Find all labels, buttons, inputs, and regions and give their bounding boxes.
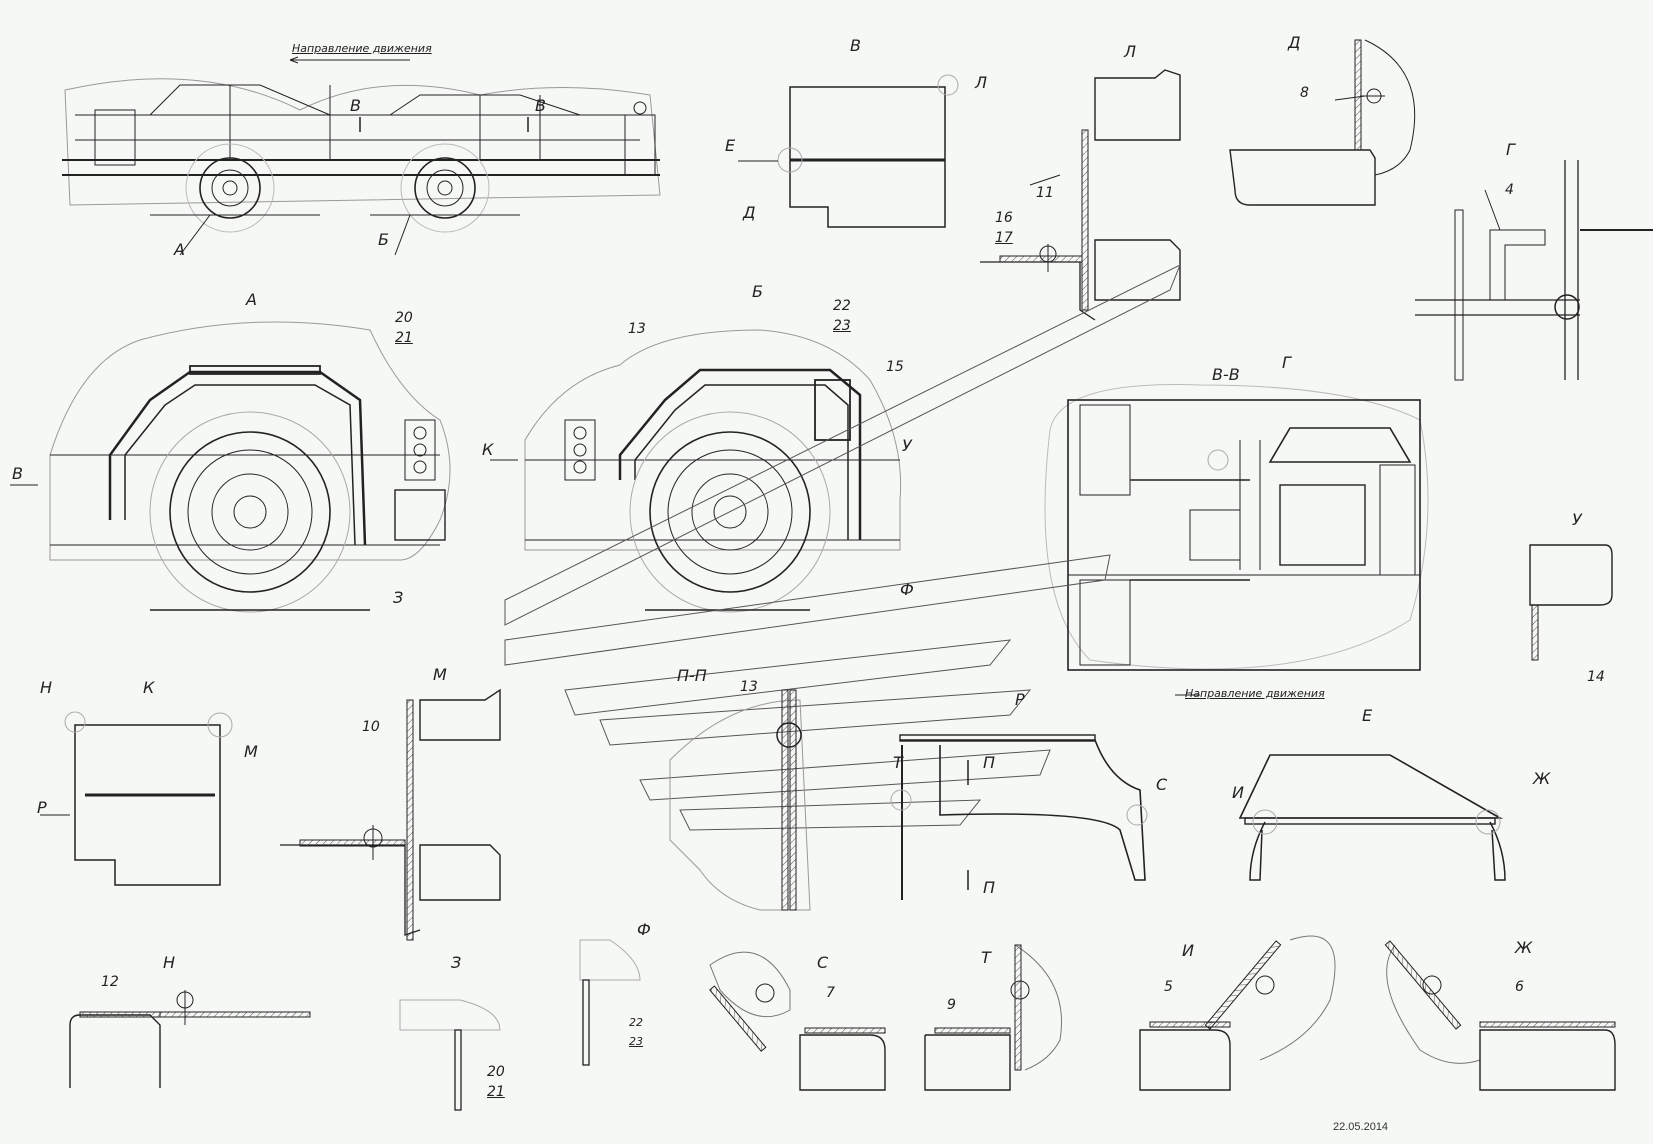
view-n [69, 990, 311, 1088]
view-k [40, 711, 233, 886]
detail-mark-u: У [902, 436, 912, 455]
view-b [490, 329, 902, 613]
callout-14: 14 [1587, 669, 1605, 685]
view-label-b-small: Б [378, 230, 389, 249]
section-mark-v-left: В [350, 96, 361, 115]
view-title-u: У [1572, 510, 1582, 529]
view-g [1415, 160, 1653, 381]
arrow-label-k: К [482, 440, 494, 459]
arrow-label-e: Е [725, 136, 736, 155]
callout-10: 10 [362, 719, 380, 735]
callout-13-pp: 13 [740, 679, 758, 695]
projection-guides [504, 263, 1181, 831]
view-title-r: Р [1015, 690, 1025, 709]
view-title-e: Е [1362, 706, 1373, 725]
section-arrow-p-bottom: П [983, 878, 996, 897]
view-title-v: В [850, 36, 861, 55]
view-label-z-mark: З [393, 588, 404, 607]
view-title-vv: В-В [1212, 365, 1240, 384]
detail-i [1139, 935, 1336, 1091]
section-mark-v-right: В [535, 96, 546, 115]
detail-mark-zh: Ж [1533, 769, 1551, 788]
view-title-pp: П-П [677, 666, 707, 685]
view-v [738, 74, 959, 228]
view-title-z: З [451, 953, 462, 972]
view-u [1529, 544, 1613, 661]
callout-15: 15 [886, 359, 904, 375]
view-z [399, 999, 501, 1111]
callout-8: 8 [1300, 85, 1309, 101]
callout-11: 11 [1036, 185, 1054, 201]
callout-22-b: 22 [833, 298, 851, 314]
detail-mark-t: Т [893, 753, 903, 772]
drawing-date: 22.05.2014 [1333, 1121, 1389, 1133]
view-l [980, 69, 1181, 321]
view-title-k: К [143, 678, 155, 697]
detail-mark-m: М [244, 742, 258, 761]
view-title-s: С [817, 953, 829, 972]
callout-21-a: 21 [395, 330, 413, 346]
arrow-label-v: В [12, 464, 23, 483]
callout-9: 9 [947, 997, 956, 1013]
detail-t [924, 944, 1062, 1091]
detail-mark-n: Н [40, 678, 53, 697]
detail-mark-f: Ф [900, 580, 914, 599]
view-title-n: Н [163, 953, 176, 972]
view-title-d: Д [1288, 33, 1301, 52]
callout-21-z: 21 [487, 1084, 505, 1100]
detail-mark-g: Г [1282, 353, 1291, 372]
detail-mark-i: И [1232, 783, 1244, 802]
detail-s [709, 951, 886, 1091]
callout-12: 12 [101, 974, 119, 990]
view-title-l: Л [1124, 42, 1137, 61]
callout-22-f: 22 [629, 1016, 643, 1029]
detail-mark-l: Л [975, 73, 988, 92]
callout-5: 5 [1164, 979, 1173, 995]
callout-6: 6 [1515, 979, 1524, 995]
view-e [1238, 754, 1506, 881]
view-label-a-small: А [174, 240, 185, 259]
detail-mark-d: Д [743, 203, 756, 222]
callout-17: 17 [995, 230, 1013, 246]
callout-16: 16 [995, 210, 1013, 226]
view-title-b: Б [752, 282, 763, 301]
view-d [1229, 39, 1416, 206]
view-vv [1044, 384, 1429, 696]
section-arrow-p-top: П [983, 753, 996, 772]
callout-23-f: 23 [629, 1035, 643, 1048]
view-title-a: А [246, 290, 257, 309]
callout-20-z: 20 [487, 1064, 505, 1080]
direction-caption-section: Направление движения [1185, 687, 1325, 700]
view-title-g: Г [1506, 140, 1515, 159]
view-m [280, 688, 501, 941]
callout-4: 4 [1505, 182, 1514, 198]
detail-mark-s: С [1156, 775, 1168, 794]
callout-13-b: 13 [628, 321, 646, 337]
callout-23-b: 23 [833, 318, 851, 334]
detail-zh [1384, 940, 1616, 1091]
view-title-zh: Ж [1515, 938, 1533, 957]
view-title-m: М [433, 665, 447, 684]
view-r [890, 734, 1148, 900]
callout-7: 7 [826, 985, 835, 1001]
view-title-i: И [1182, 941, 1194, 960]
arrow-label-r: Р [37, 798, 47, 817]
view-title-t: Т [981, 948, 991, 967]
view-title-f: Ф [637, 920, 651, 939]
view-pp [669, 689, 811, 911]
direction-caption-top: Направление движения [292, 42, 432, 55]
callout-20-a: 20 [395, 310, 413, 326]
chassis-side-view [62, 56, 661, 256]
view-a [10, 321, 451, 613]
view-f [579, 939, 641, 1066]
